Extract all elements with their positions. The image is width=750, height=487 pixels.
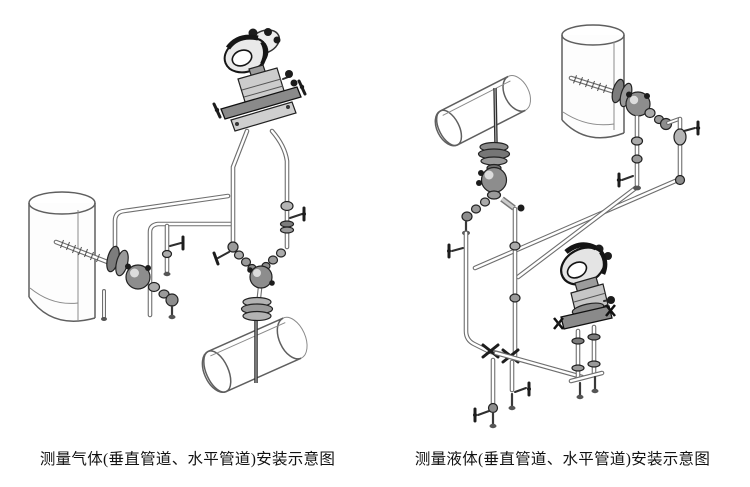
bottom-tap-stem [240,296,274,383]
bottom-run [493,350,585,380]
horizontal-process-pipe [434,75,531,147]
impulse-leg-right [261,128,306,271]
manifold-column [447,206,531,429]
figure-gas-installation: 测量气体(垂直管道、水平管道)安装示意图 [28,28,336,468]
pressure-transmitter [212,28,307,132]
top-tap-assembly [461,87,525,236]
horizontal-process-pipe [201,316,308,393]
impulse-leg-left [212,128,257,273]
vent-drain-valve [161,223,185,277]
root-valve-assembly [106,245,179,320]
caption-gas: 测量气体(垂直管道、水平管道)安装示意图 [39,451,336,468]
bottom-tap-valve [247,265,275,300]
vertical-process-pipe [561,24,625,139]
vertical-process-pipe [28,191,96,322]
impulse-line-runs [112,193,234,318]
caption-liquid: 测量液体(垂直管道、水平管道)安装示意图 [414,451,711,468]
side-tap-assembly [568,75,701,191]
threaded-tap-nipple [53,239,113,266]
gas-installation-diagram [28,28,308,393]
impulse-line-runs [472,176,683,280]
differential-pressure-transmitter [553,242,616,400]
manifold-bar [560,305,613,330]
figure-liquid-installation: 测量液体(垂直管道、水平管道)安装示意图 [375,0,750,487]
manifold-bar [220,86,302,120]
liquid-installation-diagram [434,24,701,429]
